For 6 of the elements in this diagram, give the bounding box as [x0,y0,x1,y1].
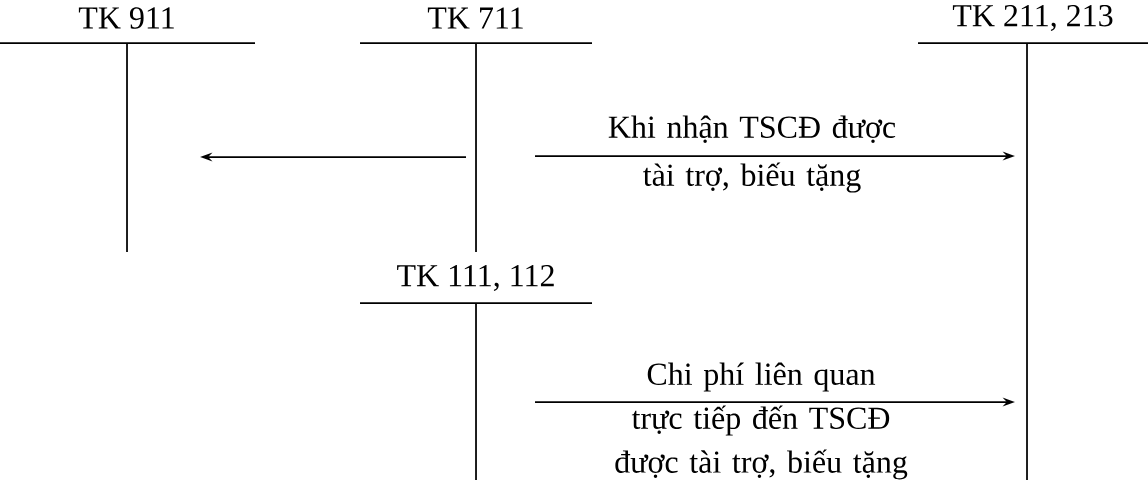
t-account: TK 211, 213 [917,4,1148,480]
t-account: TK 111, 112 [359,264,593,480]
edge-label: Chi phí liên quan trực tiếp đến TSCĐ được tài trợ, biếu tặng [615,362,908,480]
t-account: TK 711 [359,7,593,253]
t-account: TK 911 [0,7,256,253]
edge-label: Khi nhận TSCĐ được tài trợ, biếu tặng [608,115,896,193]
